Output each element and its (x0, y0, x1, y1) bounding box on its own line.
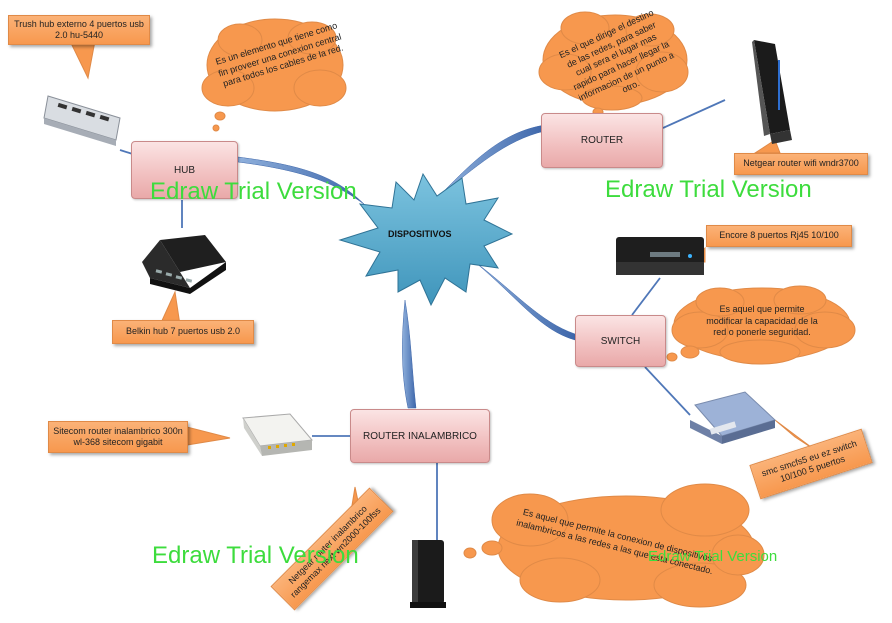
belkin-hub-callout: Belkin hub 7 puertos usb 2.0 (112, 320, 254, 344)
trush-hub-pointer (69, 40, 96, 80)
netgear-router-callout: Netgear router wifi wndr3700 (734, 153, 868, 175)
netgear-rangemax-image (410, 540, 446, 608)
connector-smc-switch (644, 366, 691, 416)
branch-hub (237, 156, 366, 206)
connector-encore-switch (631, 277, 661, 316)
trush-hub-callout: Trush hub externo 4 puertos usb 2.0 hu-5… (8, 15, 150, 45)
sitecom-router-image (242, 413, 313, 456)
router-thought-cloud (538, 11, 689, 124)
branch-switch (474, 261, 576, 341)
netgear-router-image (752, 40, 792, 144)
sitecom-pointer (186, 426, 231, 446)
trush-hub-image (43, 95, 121, 146)
branch-router-inalambrico (402, 299, 417, 409)
device-connectors (119, 99, 726, 540)
belkin-hub-image (142, 235, 226, 294)
encore-switch-image (616, 237, 704, 275)
switch-node[interactable]: SWITCH (575, 315, 666, 367)
switch-thought-cloud (666, 285, 856, 365)
hub-node[interactable]: HUB (131, 141, 238, 199)
router-inalambrico-thought-cloud (463, 483, 765, 608)
encore-switch-callout: Encore 8 puertos Rj45 10/100 (706, 225, 852, 247)
center-topic-label[interactable]: DISPOSITIVOS (388, 229, 452, 239)
smc-pointer (774, 419, 816, 451)
center-star (338, 172, 514, 307)
hub-thought-cloud (201, 18, 347, 132)
smc-switch-image (690, 391, 776, 444)
sitecom-router-callout: Sitecom router inalambrico 300n wl-368 s… (48, 421, 188, 453)
connector-netgear-router (662, 99, 726, 129)
switch-description: Es aquel que permite modificar la capaci… (706, 304, 818, 338)
router-node[interactable]: ROUTER (541, 113, 663, 168)
router-inalambrico-node[interactable]: ROUTER INALAMBRICO (350, 409, 490, 463)
